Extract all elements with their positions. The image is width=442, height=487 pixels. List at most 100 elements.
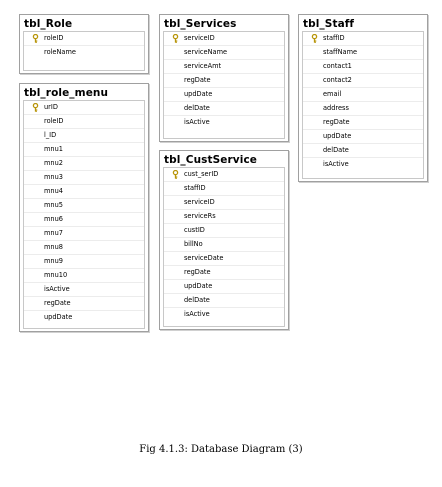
column-name: roleID — [44, 34, 64, 42]
primary-key-icon — [32, 103, 39, 112]
column-row[interactable]: updDate — [303, 130, 423, 144]
column-row[interactable]: isActive — [164, 308, 284, 321]
primary-key-column-row[interactable]: serviceID — [164, 32, 284, 46]
column-row[interactable]: regDate — [303, 116, 423, 130]
column-row[interactable]: staffName — [303, 46, 423, 60]
column-row[interactable]: l_ID — [24, 129, 144, 143]
primary-key-column-row[interactable]: roleID — [24, 32, 144, 46]
column-name: regDate — [323, 118, 350, 126]
column-row[interactable]: updDate — [24, 311, 144, 324]
column-row[interactable]: delDate — [164, 102, 284, 116]
column-name: serviceDate — [184, 254, 224, 262]
column-row[interactable]: address — [303, 102, 423, 116]
column-row[interactable]: billNo — [164, 238, 284, 252]
primary-key-icon — [32, 34, 39, 43]
table-role[interactable]: tbl_Role roleID roleName — [19, 14, 149, 74]
column-row[interactable]: updDate — [164, 280, 284, 294]
column-row[interactable]: contact1 — [303, 60, 423, 74]
column-name: contact1 — [323, 62, 352, 70]
column-name: mnu1 — [44, 145, 63, 153]
column-name: regDate — [184, 76, 211, 84]
column-name: isActive — [44, 285, 70, 293]
column-row[interactable]: serviceName — [164, 46, 284, 60]
column-name: mnu2 — [44, 159, 63, 167]
primary-key-icon — [172, 34, 179, 43]
column-name: delDate — [184, 296, 210, 304]
column-row[interactable]: serviceAmt — [164, 60, 284, 74]
primary-key-icon — [311, 34, 318, 43]
column-row[interactable]: regDate — [164, 266, 284, 280]
column-name: urID — [44, 103, 58, 111]
table-title: tbl_Role — [24, 18, 73, 30]
column-row[interactable]: isActive — [303, 158, 423, 171]
table-columns: urID roleID l_ID mnu1 mnu2 mnu3 mnu4 mnu5 mnu6 mn… — [23, 100, 145, 329]
column-name: isActive — [184, 310, 210, 318]
column-row[interactable]: roleName — [24, 46, 144, 59]
column-row[interactable]: mnu4 — [24, 185, 144, 199]
table-title: tbl_Services — [164, 18, 237, 30]
column-row[interactable]: mnu3 — [24, 171, 144, 185]
column-name: mnu5 — [44, 201, 63, 209]
column-name: mnu8 — [44, 243, 63, 251]
column-name: updDate — [44, 313, 73, 321]
column-name: mnu10 — [44, 271, 68, 279]
column-row[interactable]: regDate — [24, 297, 144, 311]
column-row[interactable]: serviceID — [164, 196, 284, 210]
column-name: mnu6 — [44, 215, 63, 223]
column-row[interactable]: delDate — [303, 144, 423, 158]
column-name: mnu3 — [44, 173, 63, 181]
column-name: billNo — [184, 240, 203, 248]
column-row[interactable]: email — [303, 88, 423, 102]
column-row[interactable]: mnu6 — [24, 213, 144, 227]
column-row[interactable]: mnu10 — [24, 269, 144, 283]
column-name: updDate — [184, 282, 213, 290]
column-name: mnu4 — [44, 187, 63, 195]
column-name: mnu7 — [44, 229, 63, 237]
column-name: regDate — [184, 268, 211, 276]
table-services[interactable]: tbl_Services serviceID serviceName service… — [159, 14, 289, 142]
primary-key-column-row[interactable]: cust_serID — [164, 168, 284, 182]
column-name: serviceName — [184, 48, 228, 56]
column-row[interactable]: roleID — [24, 115, 144, 129]
column-row[interactable]: mnu7 — [24, 227, 144, 241]
column-name: roleName — [44, 48, 76, 56]
column-name: roleID — [44, 117, 64, 125]
column-row[interactable]: delDate — [164, 294, 284, 308]
column-row[interactable]: mnu5 — [24, 199, 144, 213]
column-row[interactable]: mnu2 — [24, 157, 144, 171]
table-title: tbl_CustService — [164, 154, 257, 166]
column-row[interactable]: isActive — [164, 116, 284, 129]
column-row[interactable]: mnu1 — [24, 143, 144, 157]
primary-key-icon — [172, 170, 179, 179]
column-row[interactable]: mnu8 — [24, 241, 144, 255]
column-name: custID — [184, 226, 205, 234]
column-row[interactable]: serviceRs — [164, 210, 284, 224]
column-row[interactable]: serviceDate — [164, 252, 284, 266]
column-row[interactable]: mnu9 — [24, 255, 144, 269]
column-row[interactable]: isActive — [24, 283, 144, 297]
column-name: delDate — [323, 146, 349, 154]
table-custservice[interactable]: tbl_CustService cust_serID staffID service… — [159, 150, 289, 330]
column-name: staffID — [184, 184, 206, 192]
column-name: serviceRs — [184, 212, 216, 220]
column-row[interactable]: updDate — [164, 88, 284, 102]
column-name: regDate — [44, 299, 71, 307]
column-name: isActive — [184, 118, 210, 126]
column-name: serviceAmt — [184, 62, 222, 70]
figure-caption: Fig 4.1.3: Database Diagram (3) — [139, 444, 303, 455]
column-name: updDate — [184, 90, 213, 98]
column-name: staffID — [323, 34, 345, 42]
column-row[interactable]: contact2 — [303, 74, 423, 88]
column-row[interactable]: regDate — [164, 74, 284, 88]
primary-key-column-row[interactable]: staffID — [303, 32, 423, 46]
column-name: contact2 — [323, 76, 352, 84]
column-row[interactable]: custID — [164, 224, 284, 238]
column-row[interactable]: staffID — [164, 182, 284, 196]
column-name: l_ID — [44, 131, 57, 139]
column-name: delDate — [184, 104, 210, 112]
primary-key-column-row[interactable]: urID — [24, 101, 144, 115]
column-name: cust_serID — [184, 170, 219, 178]
